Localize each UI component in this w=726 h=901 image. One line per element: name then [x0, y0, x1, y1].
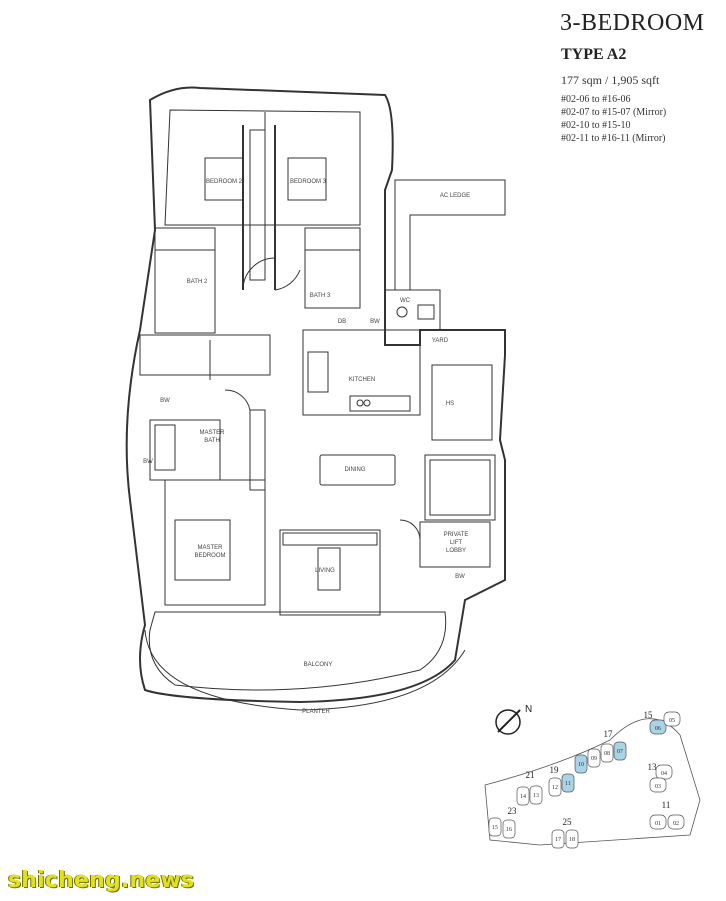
room-label: BALCONY	[304, 662, 333, 668]
unit-number: 03	[655, 784, 661, 790]
unit-number: 13	[533, 793, 539, 799]
room-label: AC LEDGE	[440, 193, 470, 199]
block-number: 21	[526, 770, 535, 780]
unit-number: 12	[552, 785, 558, 791]
unit-area: 177 sqm / 1,905 sqft	[561, 73, 660, 87]
north-label: N	[525, 704, 532, 715]
room-label: BW	[160, 398, 170, 404]
unit-number: 04	[661, 771, 667, 777]
unit-range: #02-11 to #16-11 (Mirror)	[561, 133, 666, 144]
room-label: BATH 2	[187, 279, 208, 285]
unit-list: #02-06 to #16-06 #02-07 to #15-07 (Mirro…	[561, 93, 666, 145]
room-label: BW	[455, 574, 465, 580]
site-plan-key: 06 05 09 08 07 10 11 12 14 13 04 03 15 1…	[484, 710, 701, 849]
block-number: 13	[648, 762, 658, 772]
room-label: BEDROOM 3	[290, 179, 327, 185]
outer-wall	[125, 86, 506, 704]
unit-type-code: TYPE A2	[561, 46, 627, 63]
room-label: BEDROOM 2	[206, 179, 243, 185]
room-label: LIFT	[450, 540, 463, 546]
room-label: WC	[400, 298, 411, 304]
unit-type-title: 3-BEDROOM	[560, 10, 705, 36]
north-compass-icon: N	[495, 704, 532, 735]
unit-number: 16	[506, 827, 512, 833]
room-label: DB	[338, 319, 346, 325]
block-number: 23	[508, 806, 518, 816]
unit-number: 11	[565, 781, 571, 787]
unit-range: #02-10 to #15-10	[561, 120, 631, 131]
room-label: YARD	[432, 338, 449, 344]
room-label: BEDROOM	[194, 553, 225, 559]
unit-number: 15	[492, 825, 498, 831]
room-label: MASTER	[197, 545, 223, 551]
room-label: KITCHEN	[349, 377, 375, 383]
block-number: 11	[662, 800, 671, 810]
unit-number: 05	[669, 718, 675, 724]
unit-range: #02-07 to #15-07 (Mirror)	[561, 107, 667, 118]
room-label: LIVING	[315, 568, 335, 574]
unit-number: 14	[520, 794, 526, 800]
block-number: 15	[644, 710, 654, 720]
unit-number: 09	[591, 756, 597, 762]
room-label: BW	[143, 459, 153, 465]
unit-number: 06	[655, 726, 661, 732]
room-label: PRIVATE	[444, 532, 469, 538]
unit-number: 01	[655, 821, 661, 827]
room-label: DINING	[345, 467, 366, 473]
unit-number: 10	[578, 762, 584, 768]
room-label: BATH	[204, 438, 220, 444]
watermark-text: shicheng.news	[8, 868, 195, 893]
unit-number: 08	[604, 751, 610, 757]
block-number: 25	[563, 817, 573, 827]
block-number: 17	[604, 729, 614, 739]
unit-number: 17	[555, 837, 561, 843]
room-label: LOBBY	[446, 548, 466, 554]
room-label: PLANTER	[302, 709, 330, 715]
room-label: BW	[370, 319, 380, 325]
room-label: MASTER	[199, 430, 225, 436]
room-label: BATH 3	[310, 293, 331, 299]
unit-number: 07	[617, 749, 623, 755]
unit-number: 02	[673, 821, 679, 827]
unit-number: 18	[569, 837, 575, 843]
unit-range: #02-06 to #16-06	[561, 94, 631, 105]
block-number: 19	[550, 765, 560, 775]
room-label: HS	[446, 401, 454, 407]
